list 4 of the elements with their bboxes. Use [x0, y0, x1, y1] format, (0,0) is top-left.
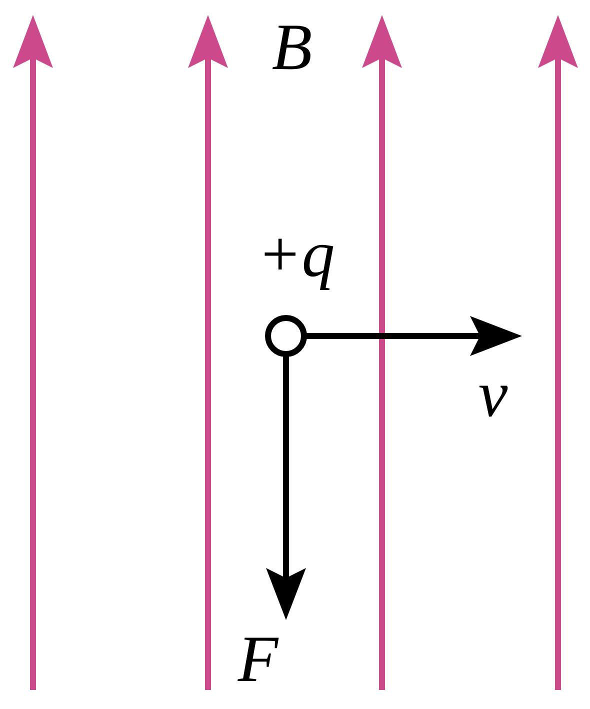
field-label: B	[272, 15, 312, 81]
charge-label: +q	[257, 222, 335, 288]
force-label: F	[238, 627, 278, 693]
velocity-label: v	[478, 362, 508, 428]
